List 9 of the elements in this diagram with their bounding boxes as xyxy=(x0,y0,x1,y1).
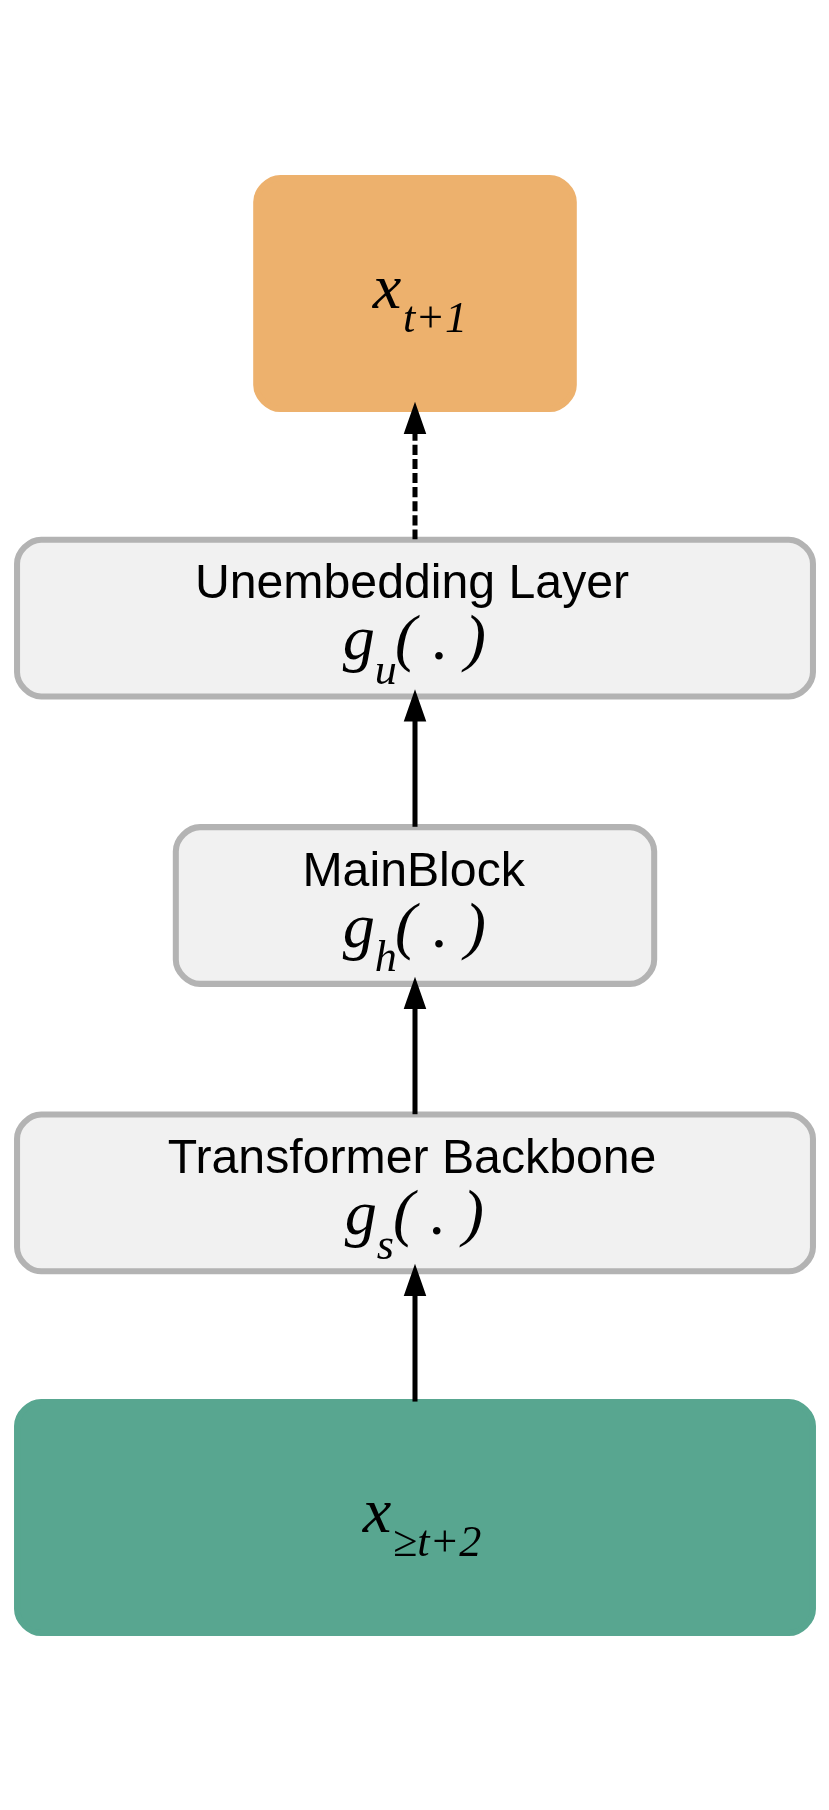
arrow xyxy=(403,976,426,1114)
arrow xyxy=(403,1263,426,1402)
node-box: Transformer Backbone g$_{s}$( . ) xyxy=(13,1111,816,1274)
arrow xyxy=(403,688,426,827)
node-box: Unembedding Layer g$_{u}$( . ) xyxy=(13,536,816,699)
node-box: x$_{≥t+2}$ xyxy=(13,1398,816,1636)
node-box: x$_{t+1}$ xyxy=(252,174,577,412)
arrow xyxy=(403,401,426,539)
node-box: MainBlock g$_{h}$( . ) xyxy=(172,823,657,987)
